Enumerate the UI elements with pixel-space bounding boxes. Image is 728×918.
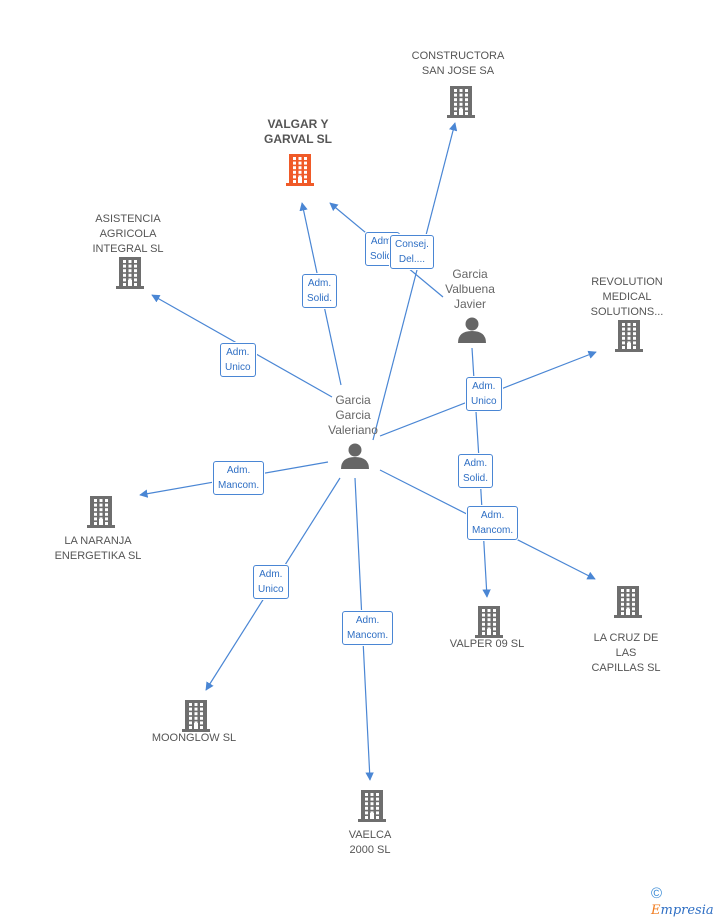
edge-label-valeriano-revolution[interactable]: Adm. Unico [466,377,502,411]
building-icon-asistencia[interactable] [116,257,144,289]
copyright-symbol: © [651,885,663,902]
edge-label-valbuena-valgar[interactable]: Consej. Del.... [390,235,434,269]
building-icon-moonglow[interactable] [182,700,210,732]
building-icon-valper[interactable] [475,606,503,638]
node-label-valper[interactable]: VALPER 09 SL [449,638,525,650]
brand-name: mpresia [660,903,714,918]
person-icon-valbuena[interactable] [458,317,486,344]
building-icon-cruz[interactable] [614,586,642,618]
building-icon-naranja[interactable] [87,496,115,528]
footer-brand[interactable]: © Empresia [651,885,728,918]
brand-initial: E [651,903,661,918]
person-icon-valeriano[interactable] [341,443,369,470]
node-label-constructora[interactable]: CONSTRUCTORA SAN JOSE SA [411,50,505,77]
node-label-vaelca[interactable]: VAELCA 2000 SL [348,829,392,856]
node-label-valgar[interactable]: VALGAR Y GARVAL SL [263,117,332,146]
node-label-asistencia[interactable]: ASISTENCIA AGRICOLA INTEGRAL SL [92,213,164,255]
edge-label-valbuena-valper[interactable]: Adm. Solid. [458,454,494,488]
edge-label-valeriano-asistencia[interactable]: Adm. Unico [220,343,256,377]
node-label-cruz[interactable]: LA CRUZ DE LAS CAPILLAS SL [591,632,661,674]
node-label-revolution[interactable]: REVOLUTION MEDICAL SOLUTIONS... [590,276,664,318]
node-label-valeriano[interactable]: Garcia Garcia Valeriano [328,393,378,437]
edge-label-valeriano-vaelca[interactable]: Adm. Mancom. [342,611,394,645]
building-icon-valgar[interactable] [286,154,314,186]
building-icon-revolution[interactable] [615,320,643,352]
edge-label-valeriano-valgar[interactable]: Adm. Solid. [302,274,338,308]
node-label-moonglow[interactable]: MOONGLOW SL [151,732,237,744]
edge-label-valeriano-naranja[interactable]: Adm. Mancom. [213,461,265,495]
node-label-valbuena[interactable]: Garcia Valbuena Javier [445,267,495,311]
building-icon-vaelca[interactable] [358,790,386,822]
edge-label-valeriano-cruz[interactable]: Adm. Mancom. [467,506,519,540]
building-icon-constructora[interactable] [447,86,475,118]
edge-valeriano-constructora [372,122,458,441]
edge-label-valeriano-moonglow[interactable]: Adm. Unico [253,565,289,599]
node-label-naranja[interactable]: LA NARANJA ENERGETIKA SL [54,535,142,562]
